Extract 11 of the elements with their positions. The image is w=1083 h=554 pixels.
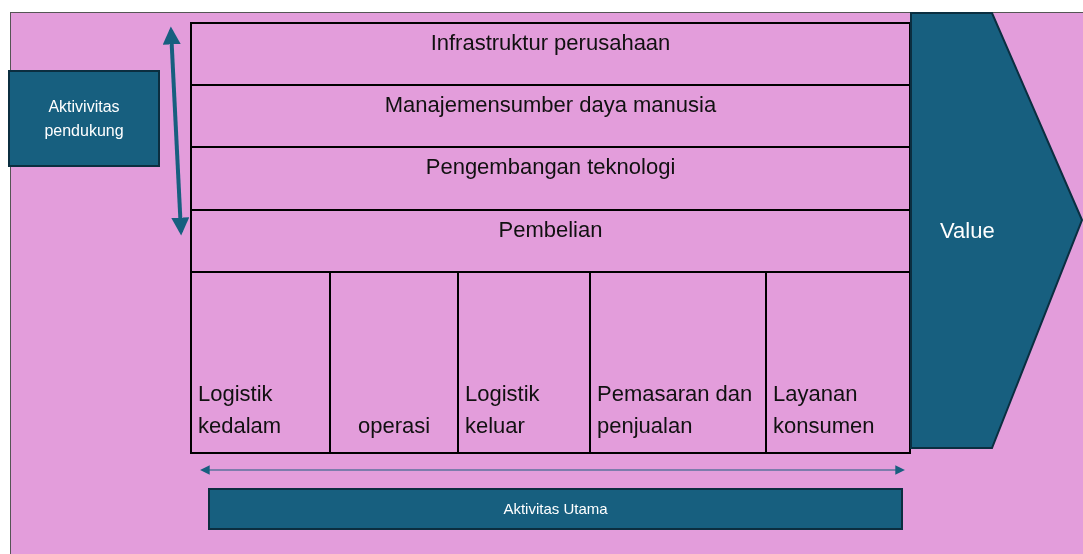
double-arrow (162, 26, 190, 236)
support-activities-box: Aktivivitas pendukung (8, 70, 160, 167)
primary-activities-bar: Aktivitas Utama (208, 488, 903, 530)
activity-band: Pembelian (190, 209, 911, 273)
activity-band: Infrastruktur perusahaan (190, 22, 911, 86)
activity-column: Layanan konsumen (765, 271, 911, 454)
activity-band: Pengembangan teknologi (190, 146, 911, 211)
value-chevron: Value (910, 12, 1083, 449)
double-arrow (200, 465, 905, 475)
activity-band: Manajemensumber daya manusia (190, 84, 911, 148)
activity-column: Logistik kedalam (190, 271, 331, 454)
